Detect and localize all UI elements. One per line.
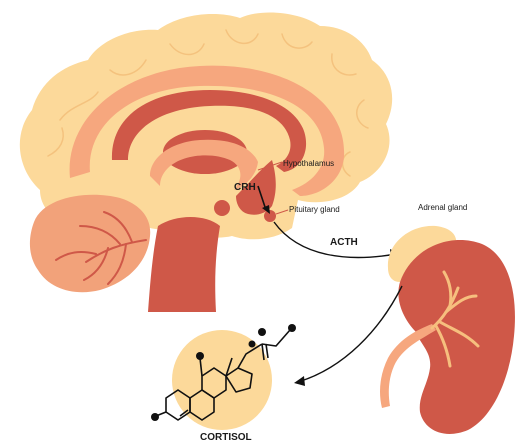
atom-c11-oh — [196, 352, 204, 360]
brain — [19, 12, 393, 312]
kidney-group — [380, 225, 515, 434]
label-leaders — [257, 161, 289, 215]
acth-label: ACTH — [330, 237, 358, 248]
brain-inner-band — [135, 112, 285, 172]
molecule-atoms — [151, 324, 296, 421]
brain-gyri — [47, 29, 369, 177]
ureter — [380, 324, 436, 408]
cortisol-label: CORTISOL — [200, 432, 252, 443]
molecule-background — [172, 330, 272, 430]
hypothalamus-region — [236, 160, 276, 215]
cortisol-arrow — [297, 285, 403, 383]
atom-c17-oh — [248, 340, 256, 348]
pituitary-gland — [264, 210, 276, 222]
atom-oxygen-c3 — [151, 413, 159, 421]
acth-arrow — [273, 221, 397, 259]
atom-c20-o — [258, 328, 266, 336]
hypothalamus-leader — [257, 161, 283, 171]
atom-c21-oh — [288, 324, 296, 332]
corpus-callosum — [69, 65, 345, 196]
pituitary-leader — [275, 209, 289, 215]
cortisol-molecule — [151, 324, 296, 430]
molecule-bonds — [155, 329, 291, 421]
kidney-vessels — [430, 270, 480, 368]
hypothalamus-label: Hypothalamus — [283, 159, 334, 168]
crh-arrow-head — [262, 205, 270, 214]
kidney — [398, 240, 515, 434]
crh-arrow — [257, 185, 267, 211]
brainstem — [148, 217, 220, 312]
cortisol-arrow-head — [294, 376, 305, 386]
mammillary-body — [214, 200, 230, 216]
crh-label: CRH — [234, 182, 256, 193]
adrenal-label: Adrenal gland — [418, 203, 467, 212]
fornix — [150, 139, 258, 190]
brain-inner-arch — [111, 90, 307, 172]
cerebellum-arbor — [55, 211, 147, 285]
pituitary-label: Pituitary gland — [289, 205, 340, 214]
